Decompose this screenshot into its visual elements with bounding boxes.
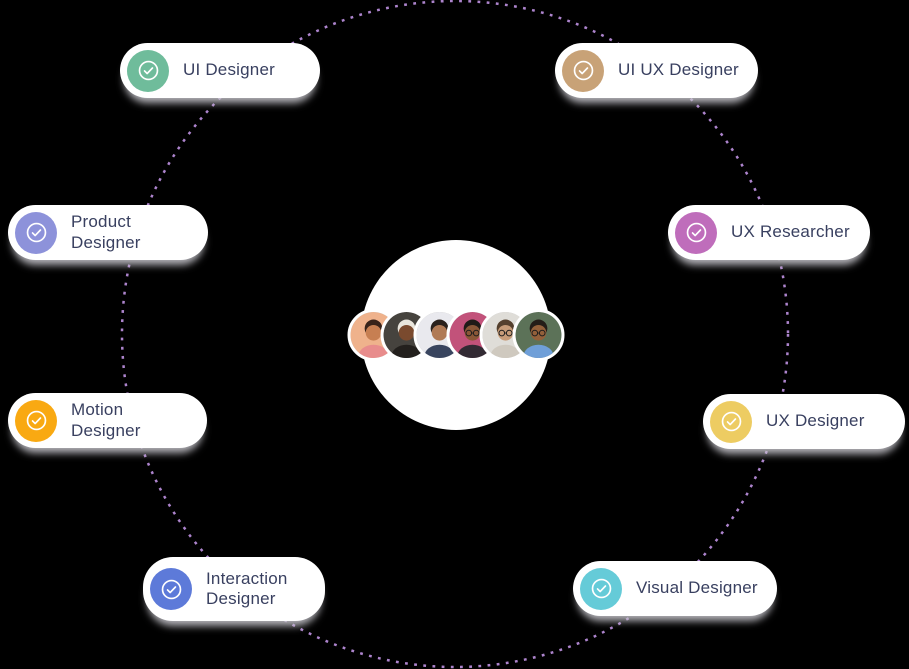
role-badge-product-designer[interactable]: Product Designer <box>8 205 208 260</box>
role-badge-ux-designer[interactable]: UX Designer <box>703 394 905 449</box>
check-circle-icon <box>127 49 169 92</box>
role-badge-ux-researcher[interactable]: UX Researcher <box>668 205 870 260</box>
role-label: UX Researcher <box>731 222 850 242</box>
role-badge-motion-designer[interactable]: Motion Designer <box>8 393 207 448</box>
check-circle-icon <box>15 211 57 254</box>
check-circle-icon <box>150 568 192 610</box>
role-label: Product Designer <box>71 212 141 252</box>
check-circle-icon <box>675 211 717 254</box>
check-circle-icon <box>710 400 752 443</box>
orbit-ring-circle <box>120 0 790 669</box>
role-badge-ui-designer[interactable]: UI Designer <box>120 43 320 98</box>
check-circle-icon <box>15 399 57 442</box>
role-label: Visual Designer <box>636 578 758 598</box>
team-avatars-circle <box>347 240 565 430</box>
avatar-6 <box>512 309 565 361</box>
role-badge-visual-designer[interactable]: Visual Designer <box>573 561 777 616</box>
role-label: UI UX Designer <box>618 60 739 80</box>
role-label: Motion Designer <box>71 400 141 440</box>
role-label: UI Designer <box>183 60 275 80</box>
role-label: Interaction Designer <box>206 568 288 608</box>
role-label: UX Designer <box>766 411 865 431</box>
role-badge-interaction-designer[interactable]: Interaction Designer <box>143 557 325 621</box>
avatar-group <box>347 309 565 361</box>
check-circle-icon <box>562 49 604 92</box>
check-circle-icon <box>580 567 622 610</box>
role-badge-ui-ux-designer[interactable]: UI UX Designer <box>555 43 758 98</box>
